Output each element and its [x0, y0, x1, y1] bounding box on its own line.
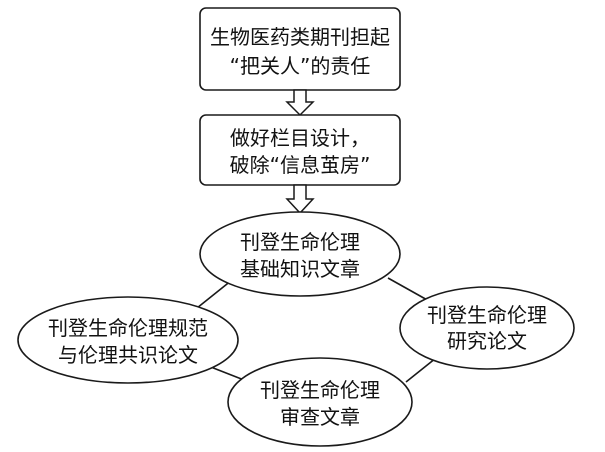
ellipse-review-articles-line-1: 刊登生命伦理 [260, 378, 380, 402]
box-responsibility-line-1: 生物医药类期刊担起 [210, 25, 390, 49]
box-column-design-line-2: 破除“信息茧房” [230, 153, 371, 177]
box-column-design-line-1: 做好栏目设计， [230, 126, 370, 150]
ellipse-basic-knowledge-line-1: 刊登生命伦理 [240, 230, 360, 254]
box-responsibility-line-2: “把关人”的责任 [230, 54, 371, 78]
ellipse-basic-knowledge-line-2: 基础知识文章 [240, 257, 360, 281]
box-responsibility: 生物医药类期刊担起 “把关人”的责任 [199, 7, 401, 91]
ellipse-norms-consensus-line-2: 与伦理共识论文 [58, 343, 198, 367]
ellipse-research-papers-line-2: 研究论文 [447, 329, 527, 353]
down-arrow-icon [285, 89, 315, 117]
ellipse-norms-consensus-line-1: 刊登生命伦理规范 [48, 316, 208, 340]
ellipse-review-articles-line-2: 审查文章 [280, 405, 360, 429]
ellipse-norms-consensus: 刊登生命伦理规范 与伦理共识论文 [17, 296, 239, 384]
ellipse-review-articles: 刊登生命伦理 审查文章 [227, 357, 413, 447]
ellipse-research-papers-line-1: 刊登生命伦理 [427, 303, 547, 327]
down-arrow-icon [285, 184, 315, 215]
ellipse-basic-knowledge: 刊登生命伦理 基础知识文章 [199, 211, 401, 297]
ellipse-research-papers: 刊登生命伦理 研究论文 [399, 286, 575, 370]
box-column-design: 做好栏目设计， 破除“信息茧房” [199, 114, 401, 186]
